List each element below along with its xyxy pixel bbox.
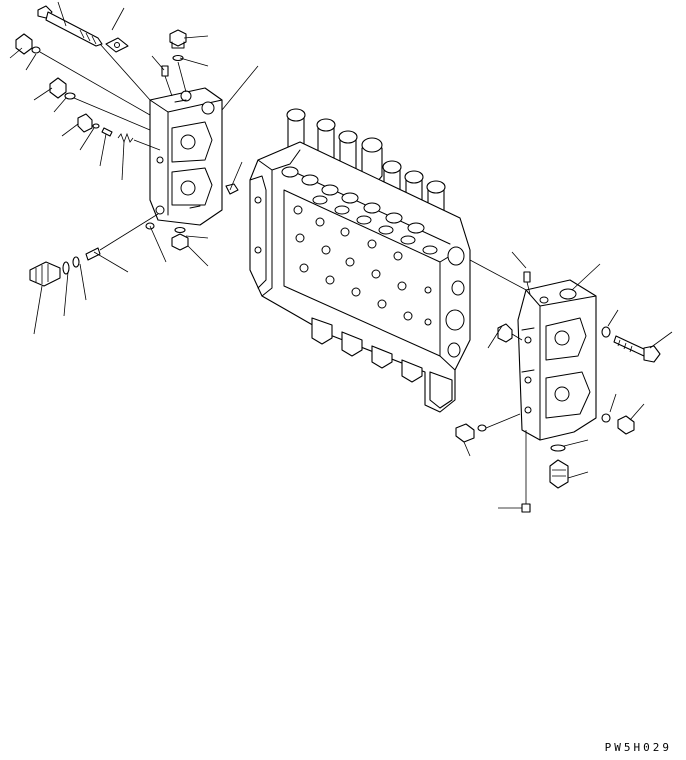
- plug-upper-left: [15, 33, 151, 116]
- tie-bolt-upper: [37, 5, 151, 101]
- screw-right-top: [523, 271, 531, 295]
- relief-valve: [29, 213, 159, 287]
- leader-lines: [9, 1, 673, 509]
- left-end-cover: [149, 87, 223, 226]
- pin-bottom: [521, 430, 531, 513]
- plug-right-cover-left: [497, 323, 523, 343]
- plate-washer: [105, 37, 129, 53]
- right-end-cover: [517, 279, 597, 441]
- main-valve-body: [249, 108, 471, 413]
- front-ports: [293, 205, 432, 326]
- plug-mid-left: [49, 77, 151, 131]
- set-screw: [161, 65, 173, 97]
- poppet-spring: [77, 113, 161, 151]
- plug-bottom-left: [145, 222, 189, 251]
- plug-right-side: [601, 413, 635, 435]
- bottom-spool-ends: [311, 317, 453, 409]
- screw-left-side: [225, 183, 239, 195]
- plug-top: [169, 29, 187, 93]
- drawing-reference-code: PW5H029: [604, 741, 672, 754]
- tie-bolt-right: [601, 326, 661, 363]
- top-ports: [281, 166, 438, 255]
- plug-right-bottom: [549, 444, 569, 489]
- plug-right-bottom-left: [455, 413, 521, 443]
